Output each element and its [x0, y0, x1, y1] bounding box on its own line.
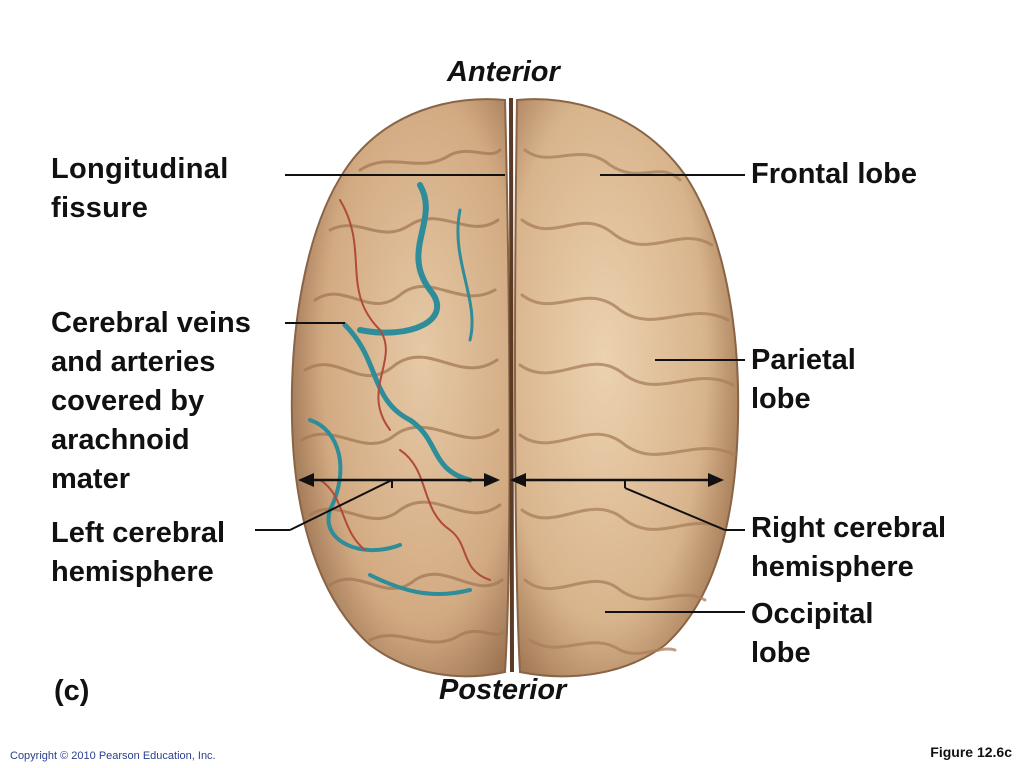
longitudinal-fissure-label: Longitudinal fissure	[51, 153, 229, 224]
cerebral-veins-label: Cerebral veins and arteries covered by a…	[51, 307, 251, 495]
figure-number: Figure 12.6c	[930, 744, 1012, 760]
frontal-lobe-label: Frontal lobe	[751, 158, 917, 190]
cerebral-vessels	[308, 182, 491, 597]
parietal-lobe-label: Parietal lobe	[751, 344, 856, 415]
left-gyri	[300, 148, 505, 644]
anterior-label: Anterior	[447, 56, 560, 88]
right-hemisphere-shape	[514, 98, 740, 678]
arrow-heads	[298, 473, 724, 487]
right-gyri	[518, 148, 737, 656]
posterior-label: Posterior	[439, 674, 567, 706]
longitudinal-fissure-line	[509, 97, 515, 673]
occipital-lobe-label: Occipital lobe	[751, 598, 874, 669]
right-hemisphere-label: Right cerebral hemisphere	[751, 512, 946, 583]
copyright-notice: Copyright © 2010 Pearson Education, Inc.	[10, 750, 216, 762]
panel-letter: (c)	[54, 675, 90, 707]
leader-lines	[255, 174, 745, 613]
left-hemisphere-shape	[290, 98, 511, 678]
left-hemisphere-label: Left cerebral hemisphere	[51, 517, 226, 588]
